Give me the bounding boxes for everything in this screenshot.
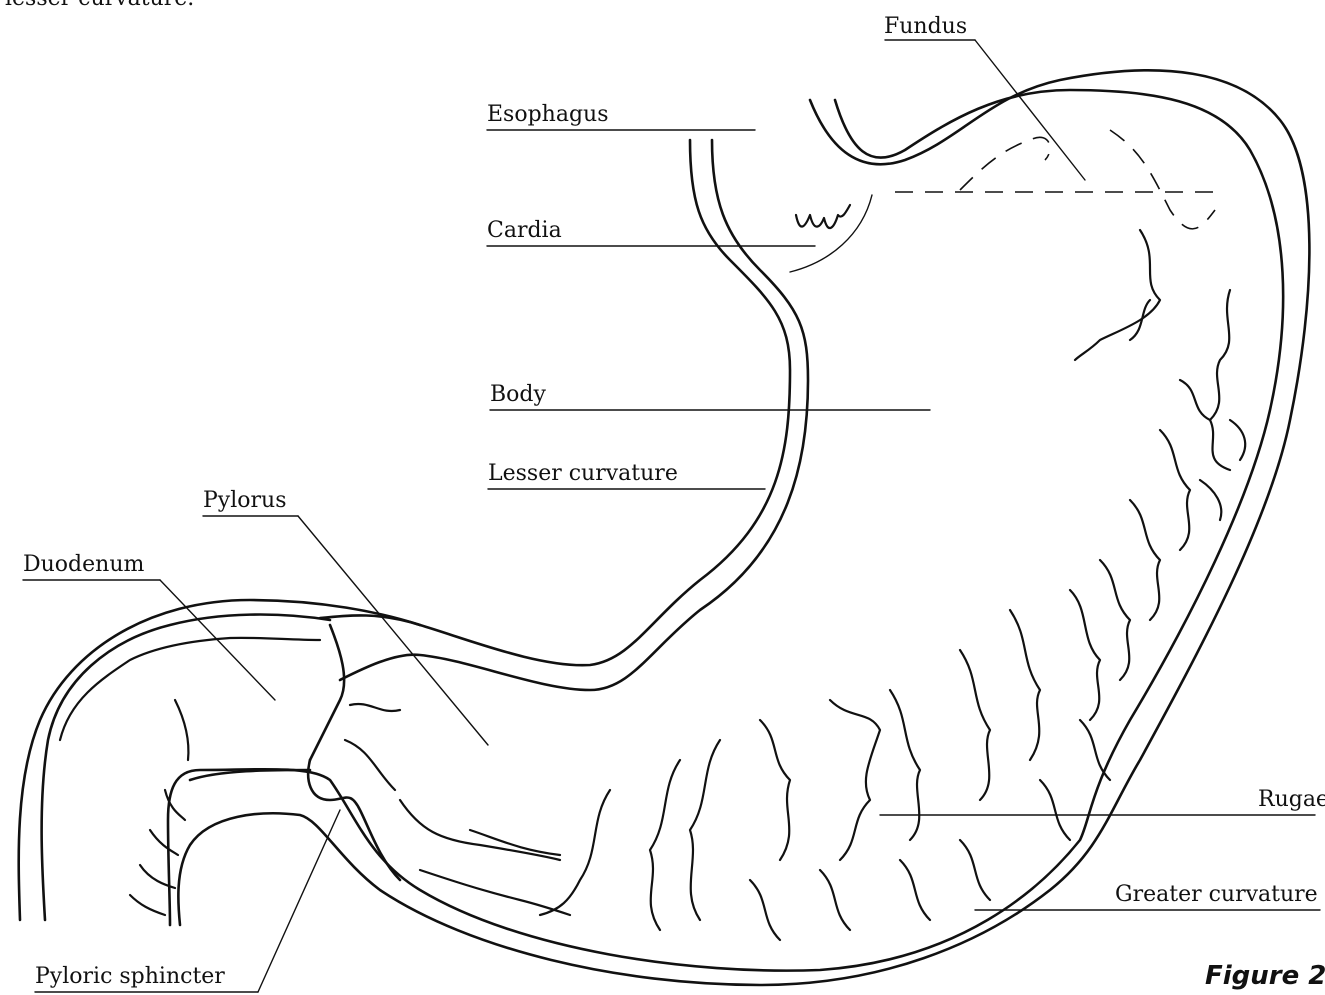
rugae-fold (890, 690, 920, 840)
fundus-dashes-2 (1110, 130, 1215, 229)
rugae-fold (1210, 290, 1230, 420)
cardia-squiggle (796, 205, 850, 228)
label-body: Body (490, 384, 546, 406)
rugae-fold (1180, 380, 1230, 470)
rugae-fold (1200, 480, 1221, 520)
rugae-fold (750, 880, 780, 940)
rugae-fold (1040, 780, 1070, 840)
rugae-fold (540, 790, 610, 915)
label-pyloric-sphincter: Pyloric sphincter (35, 966, 225, 988)
rugae-fold (1100, 560, 1130, 680)
rugae-fold (960, 650, 990, 800)
figure-caption: Figure 2. (1205, 963, 1325, 989)
rugae-folds (345, 230, 1245, 940)
duodenal-fold (150, 830, 178, 855)
label-pylorus: Pylorus (203, 490, 287, 512)
label-rugae: Rugae (1258, 789, 1325, 811)
rugae-fold (420, 870, 570, 915)
duodenal-fold (130, 895, 165, 915)
rugae-fold (1230, 420, 1245, 460)
label-lesser-curvature: Lesser curvature (488, 463, 678, 485)
rugae-fold (350, 704, 400, 711)
rugae-fold (1130, 500, 1160, 620)
label-cardia: Cardia (487, 220, 562, 242)
header-fragment: lesser curvature. (5, 0, 194, 10)
duodenum-outer-inner (42, 615, 330, 920)
rugae-fold (690, 740, 720, 920)
outer-wall-outer (178, 70, 1309, 985)
rugae-fold (900, 860, 930, 920)
rugae-fold (960, 840, 990, 900)
pyloric-sphincter-leader-diag (258, 810, 340, 992)
rugae-fold (1070, 590, 1100, 720)
rugae-fold (650, 760, 680, 930)
leader-lines (23, 40, 1320, 992)
lesser-curvature-wall-2 (340, 140, 808, 690)
cardia-arc (790, 195, 872, 272)
rugae-fold (1160, 430, 1190, 550)
rugae-fold (760, 720, 790, 860)
label-greater-curvature: Greater curvature (1115, 884, 1318, 906)
duodenal-fold (60, 638, 320, 740)
rugae-fold (345, 740, 395, 790)
rugae-fold (1075, 230, 1160, 360)
rugae-fold (830, 700, 880, 860)
duodenum-inner-wall (190, 770, 310, 780)
fundus-dashes (960, 137, 1050, 190)
duodenal-fold (175, 700, 188, 760)
pyloric-ring-top (310, 625, 344, 760)
label-esophagus: Esophagus (487, 104, 609, 126)
label-fundus: Fundus (884, 16, 967, 38)
duodenum-leader-diag (160, 580, 275, 700)
label-duodenum: Duodenum (23, 554, 144, 576)
rugae-fold (1010, 610, 1040, 760)
duodenum-folds (60, 638, 320, 915)
rugae-fold (820, 870, 850, 930)
